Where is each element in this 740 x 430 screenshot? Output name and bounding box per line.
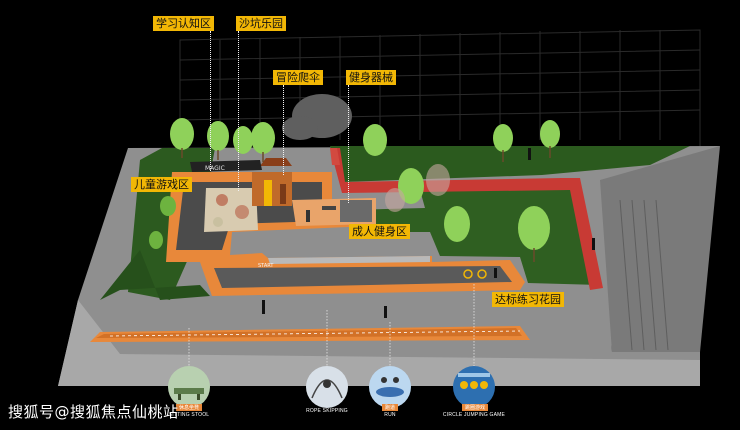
- rope-skipping-label: ROPE SKIPPING: [306, 408, 348, 414]
- fitness-area: [292, 198, 376, 226]
- sitting-stool-icon: [168, 366, 210, 408]
- run-label: RUN: [384, 412, 396, 418]
- leader-learning: [210, 31, 211, 171]
- sitting-stool-label: SITTING STOOL: [168, 412, 210, 418]
- jump-circles: [463, 269, 487, 279]
- circle-jumping-icon: [453, 366, 495, 408]
- paving-stripes: [619, 199, 669, 351]
- zone-label-sandpit: 沙坑乐园: [236, 16, 286, 31]
- circle-jumping-sub: 跳圈游戏: [462, 404, 489, 411]
- trees: [149, 94, 560, 262]
- run-sub: 跑道: [382, 404, 399, 411]
- zone-label-children-play: 儿童游戏区: [131, 177, 192, 192]
- sitting-stool-sub: 休息坐凳: [176, 404, 203, 411]
- activity-icons: [168, 366, 495, 408]
- run-icon: [369, 366, 411, 408]
- leader-fitness: [348, 85, 349, 203]
- background-buildings: [179, 29, 701, 150]
- start-sign: START: [258, 263, 274, 269]
- run-strip: [90, 326, 530, 342]
- zone-label-fitness-equipment: 健身器械: [346, 70, 396, 85]
- rope-skipping-icon: [306, 366, 348, 408]
- zone-label-learning: 学习认知区: [153, 16, 214, 31]
- leader-sandpit: [238, 31, 239, 191]
- magic-sign-board: [190, 160, 262, 172]
- magic-sign: MAGIC: [205, 165, 225, 172]
- zone-label-training-garden: 达标练习花园: [492, 292, 564, 307]
- sandpit: [204, 188, 258, 232]
- tree-large: [282, 94, 352, 140]
- leader-adventure: [283, 85, 284, 175]
- zone-label-adult-fitness: 成人健身区: [349, 224, 410, 239]
- zone-label-adventure: 冒险爬伞: [273, 70, 323, 85]
- circle-jumping-label: CIRCLE JUMPING GAME: [442, 412, 506, 418]
- watermark: 搜狐号@搜狐焦点仙桃站: [8, 403, 179, 421]
- icon-leaders: [188, 284, 475, 366]
- tree: [170, 118, 560, 250]
- play-structure: [252, 158, 292, 206]
- people: [262, 148, 595, 318]
